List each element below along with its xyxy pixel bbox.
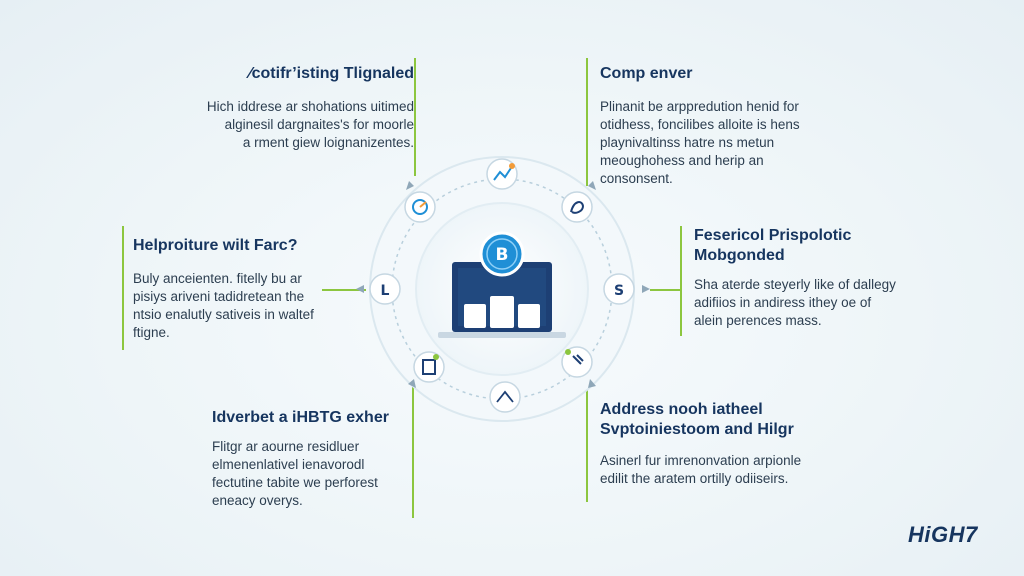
block-bottom-right: Address nooh iatheel Svptoiniestoom and …	[600, 400, 840, 488]
block-top-left: ⁄cotifr’isting Tlignaled Hich iddrese ar…	[114, 64, 414, 152]
connector-bottom-right	[586, 372, 588, 502]
block-bottom-right-line: edilit the aratem ortilly odiiseirs.	[600, 471, 789, 486]
block-mid-left-line: ntsio enalutly sativeis in waltef	[133, 307, 314, 322]
node-right[interactable]: S	[603, 273, 635, 305]
block-bottom-right-title: Address nooh iatheel Svptoiniestoom and …	[600, 400, 840, 440]
block-top-left-line: Hich iddrese ar shohations uitimed	[206, 99, 414, 114]
document-icon	[422, 359, 436, 375]
block-mid-right-title-line: Mobgonded	[694, 247, 785, 264]
block-mid-right-title: Fesericol Prispolotic Mobgonded	[694, 226, 934, 266]
brand-logo: HiGH7	[908, 522, 978, 547]
block-mid-left-line: ftigne.	[133, 325, 170, 340]
block-bottom-right-title-line: Address nooh iatheel	[600, 401, 763, 418]
block-top-right-title: Comp enver	[600, 65, 693, 82]
node-left[interactable]: L	[369, 273, 401, 305]
block-bottom-left-title: Idverbet a iHBTG exher	[212, 409, 389, 426]
connector-mid-left-horizontal	[322, 289, 366, 291]
block-mid-left: Helproiture wilt Farc? Buly anceienten. …	[133, 236, 353, 342]
block-mid-right-body: Sha aterde steyerly like of dallegy adif…	[694, 276, 934, 330]
node-top[interactable]	[486, 158, 518, 190]
node-bottom-left[interactable]	[413, 351, 445, 383]
trend-icon	[493, 167, 512, 181]
block-top-right-line: consonsent.	[600, 171, 673, 186]
connector-mid-right-horizontal	[650, 289, 682, 291]
link-icon	[570, 201, 585, 214]
block-mid-right: Fesericol Prispolotic Mobgonded Sha ater…	[694, 226, 934, 330]
connector-top-right	[586, 58, 588, 186]
block-mid-right-line: alein perences mass.	[694, 313, 822, 328]
pointer-arrows	[356, 181, 650, 388]
block-top-right-line: otidhess, foncilibes alloite is hens	[600, 117, 800, 132]
block-top-left-title: ⁄cotifr’isting Tlignaled	[248, 65, 414, 82]
badge-label: B	[496, 245, 509, 265]
tool-icon	[572, 354, 584, 365]
block-bottom-right-body: Asinerl fur imrenonvation arpionle edili…	[600, 452, 840, 488]
block-mid-left-line: pisiys ariveni tadidretean the	[133, 289, 305, 304]
connector-bottom-left	[412, 376, 414, 518]
block-top-left-line: alginesil dargnaites's for moorle	[224, 117, 414, 132]
block-top-right: Comp enver Plinanit be arppredution heni…	[600, 64, 860, 188]
block-bottom-left-line: elmenenlativel ienavorodl	[212, 457, 365, 472]
node-right-label: S	[614, 283, 624, 299]
block-top-left-body: Hich iddrese ar shohations uitimed algin…	[114, 98, 414, 152]
block-bottom-right-title-line: Svptoiniestoom and Hilgr	[600, 421, 794, 438]
laptop-icon	[438, 262, 566, 338]
block-mid-left-body: Buly anceienten. fitelly bu ar pisiys ar…	[133, 270, 353, 342]
node-left-label: L	[381, 283, 390, 299]
gauge-icon	[412, 199, 428, 215]
block-mid-left-title: Helproiture wilt Farc?	[133, 237, 298, 254]
node-bottom[interactable]	[489, 381, 521, 413]
block-top-right-body: Plinanit be arppredution henid for otidh…	[600, 98, 860, 188]
block-bottom-left-line: fectutine tabite we perforest	[212, 475, 378, 490]
connector-top-left	[414, 58, 416, 176]
badge-icon: B	[479, 231, 525, 277]
block-top-right-line: playnivaltinss hatre ns metun	[600, 135, 775, 150]
chart-icon	[496, 390, 514, 403]
connector-mid-left	[122, 226, 124, 350]
block-top-right-line: Plinanit be arppredution henid for	[600, 99, 799, 114]
node-top-left[interactable]	[404, 191, 436, 223]
block-mid-right-line: Sha aterde steyerly like of dallegy	[694, 277, 896, 292]
block-bottom-left: Idverbet a iHBTG exher Flitgr ar aourne …	[212, 408, 412, 510]
block-mid-left-line: Buly anceienten. fitelly bu ar	[133, 271, 302, 286]
block-bottom-left-line: eneacy overys.	[212, 493, 303, 508]
block-top-right-line: meoughohess and herip an	[600, 153, 764, 168]
node-bottom-right[interactable]	[561, 346, 593, 378]
block-bottom-left-body: Flitgr ar aourne residluer elmenenlative…	[212, 438, 412, 510]
connector-mid-right	[680, 226, 682, 336]
node-top-right[interactable]	[561, 191, 593, 223]
block-bottom-right-line: Asinerl fur imrenonvation arpionle	[600, 453, 802, 468]
block-top-left-line: a rment giew loignanizentes.	[242, 135, 414, 150]
block-bottom-left-line: Flitgr ar aourne residluer	[212, 439, 360, 454]
block-mid-right-line: adifiios in andiress ithey oe of	[694, 295, 872, 310]
block-mid-right-title-line: Fesericol Prispolotic	[694, 227, 852, 244]
